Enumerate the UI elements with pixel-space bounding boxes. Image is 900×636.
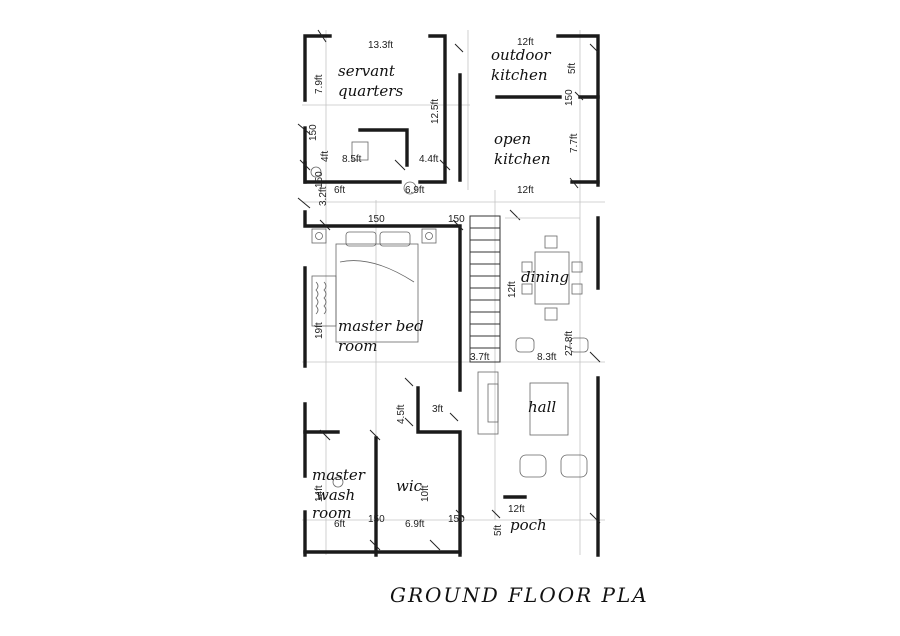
dimension-label: 150: [368, 214, 385, 225]
dimension-label: 12ft: [517, 185, 534, 196]
dimension-label: 150: [448, 214, 465, 225]
room-label-master: master: [312, 466, 366, 484]
room-label-wash-room: room: [312, 504, 351, 522]
dimension-label: 6ft: [334, 519, 345, 530]
dimension-label: 6.9ft: [405, 185, 425, 196]
dimension-ticks: [297, 29, 601, 551]
room-labels: servant quarters outdoor kitchen open ki…: [312, 46, 569, 534]
room-label-master-bed-room: room: [338, 337, 377, 355]
master-bed: [311, 228, 437, 343]
dimension-label: 12ft: [508, 504, 525, 515]
dimension-label: 14ft: [314, 485, 325, 502]
room-label-wic: wic: [396, 477, 423, 495]
dimension-label: 150: [368, 514, 385, 525]
dimension-label: 13.3ft: [368, 40, 393, 51]
dimension-label: 27.8ft: [564, 331, 575, 356]
room-label-poch: poch: [510, 516, 547, 534]
room-label-master-bed: master bed: [338, 317, 424, 335]
bathroom-fixtures: [310, 141, 417, 488]
room-label-outdoor-kitchen: kitchen: [491, 66, 548, 84]
dimension-label: 6ft: [334, 185, 345, 196]
hall-sofa-set: [477, 337, 589, 478]
dimension-label: 4ft: [320, 151, 331, 162]
dimension-label: 150: [314, 171, 325, 188]
dimension-label: 12ft: [517, 37, 534, 48]
dimension-label: 4.4ft: [419, 154, 439, 165]
dimension-label: 3.7ft: [470, 352, 490, 363]
dimension-label: 150: [564, 89, 575, 106]
dimension-label: 7.9ft: [314, 74, 325, 94]
dimension-label: 6.9ft: [405, 519, 425, 530]
dimension-label: 150: [308, 124, 319, 141]
dimension-labels: 13.3ft 12ft 7.9ft 5ft 12.5ft 150 150 7.7…: [308, 37, 580, 536]
room-label-servant: servant: [338, 62, 396, 80]
dimension-label: 4.5ft: [396, 404, 407, 424]
room-label-open-kitchen: kitchen: [494, 150, 551, 168]
dimension-label: 12ft: [507, 281, 518, 298]
room-label-dining: dining: [521, 268, 569, 286]
room-label-quarters: quarters: [338, 82, 403, 100]
room-label-hall: hall: [528, 398, 556, 416]
room-label-outdoor: outdoor: [491, 46, 551, 64]
plan-caption: GROUND FLOOR PLA: [390, 583, 649, 607]
dimension-label: 8.3ft: [537, 352, 557, 363]
dimension-label: 7.7ft: [569, 133, 580, 153]
room-label-open: open: [494, 130, 531, 148]
dimension-label: 19ft: [314, 322, 325, 339]
dimension-label: 12.5ft: [430, 99, 441, 124]
dimension-label: 5ft: [493, 525, 504, 536]
dimension-label: 10ft: [420, 485, 431, 502]
dining-set: [521, 235, 583, 321]
dimension-label: 8.5ft: [342, 154, 362, 165]
dimension-label: 3ft: [432, 404, 443, 415]
dimension-label: 150: [448, 514, 465, 525]
room-label-wash: wash: [316, 486, 355, 504]
dimension-label: 5ft: [567, 63, 578, 74]
walls: [303, 34, 600, 557]
dimension-label: 3.2ft: [318, 186, 329, 206]
staircase: [469, 215, 580, 363]
